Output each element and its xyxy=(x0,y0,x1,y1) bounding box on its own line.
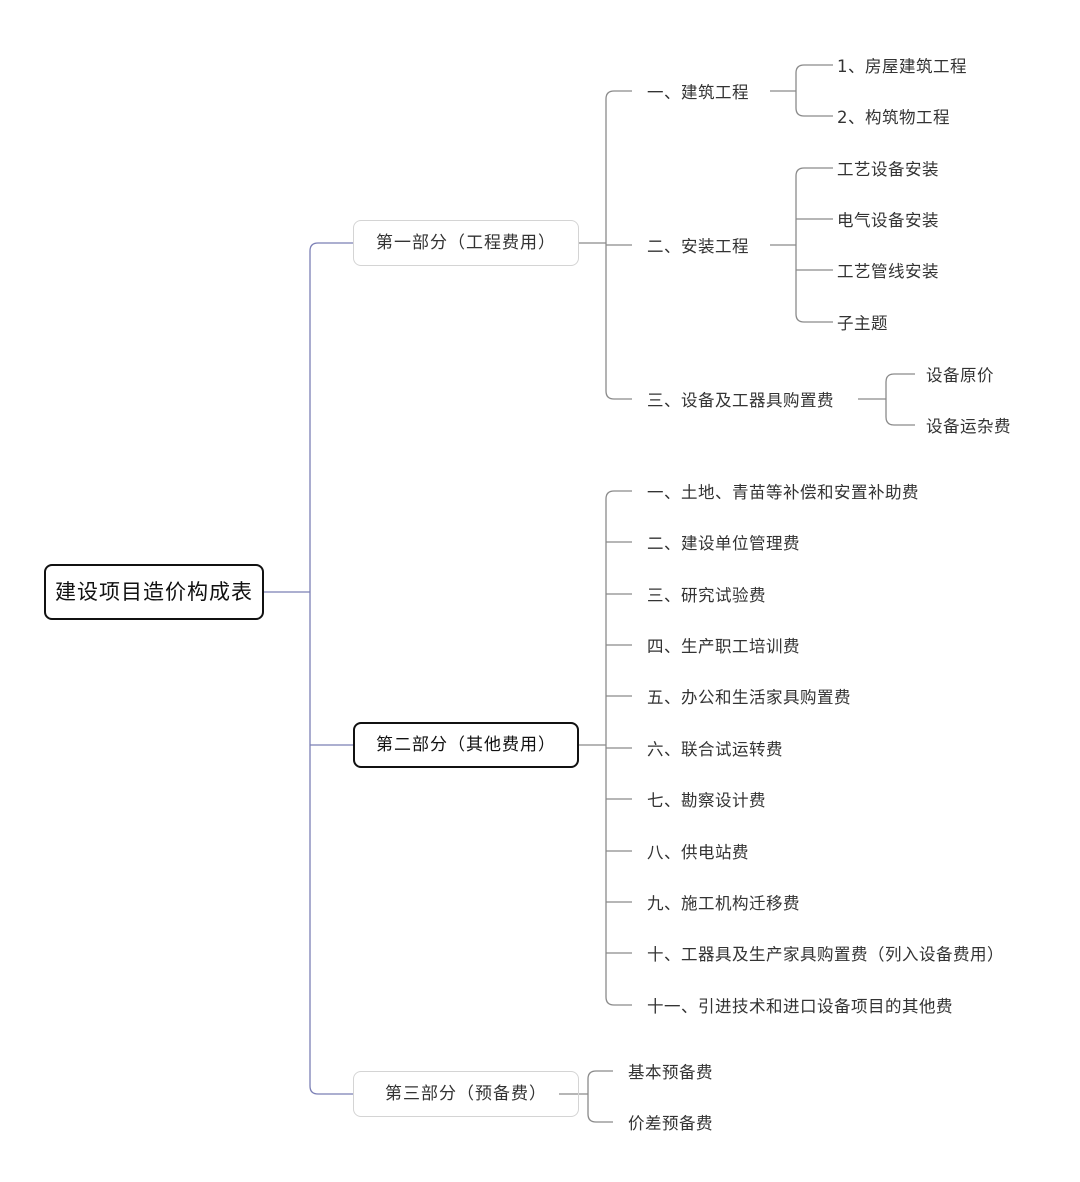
part-2-item-6[interactable]: 六、联合试运转费 xyxy=(647,739,783,759)
root-node[interactable]: 建设项目造价构成表 xyxy=(44,564,264,620)
part-2-item-5[interactable]: 五、办公和生活家具购置费 xyxy=(647,687,851,707)
part-1-item-equipment-connector xyxy=(858,373,915,426)
part-1-connector xyxy=(579,90,632,400)
part-3-node[interactable]: 第三部分（预备费） xyxy=(353,1071,579,1117)
part-2-item-4[interactable]: 四、生产职工培训费 xyxy=(647,636,800,656)
part-3-connector xyxy=(559,1070,613,1123)
part-2-item-10[interactable]: 十、工器具及生产家具购置费（列入设备费用） xyxy=(647,944,1004,964)
part-2-item-3[interactable]: 三、研究试验费 xyxy=(647,585,766,605)
part-1-item-equipment[interactable]: 三、设备及工器具购置费 xyxy=(647,390,834,410)
part-2-item-9[interactable]: 九、施工机构迁移费 xyxy=(647,893,800,913)
part-2-item-1[interactable]: 一、土地、青苗等补偿和安置补助费 xyxy=(647,482,919,502)
part-2-node[interactable]: 第二部分（其他费用） xyxy=(353,722,579,768)
part-1-node[interactable]: 第一部分（工程费用） xyxy=(353,220,579,266)
part-1-item-construction[interactable]: 一、建筑工程 xyxy=(647,82,749,102)
part-1-item-equipment-child-2[interactable]: 设备运杂费 xyxy=(926,416,1011,436)
part-2-item-11[interactable]: 十一、引进技术和进口设备项目的其他费 xyxy=(647,996,953,1016)
part-2-item-2[interactable]: 二、建设单位管理费 xyxy=(647,533,800,553)
part-1-item-construction-connector xyxy=(770,64,833,117)
part-1-item-construction-child-1[interactable]: 1、房屋建筑工程 xyxy=(837,56,967,76)
part-1-item-installation-child-4[interactable]: 子主题 xyxy=(837,313,888,333)
part-1-item-installation-child-2[interactable]: 电气设备安装 xyxy=(837,210,939,230)
part-1-item-construction-child-2[interactable]: 2、构筑物工程 xyxy=(837,107,950,127)
part-1-item-installation-connector xyxy=(770,167,833,323)
part-1-item-equipment-child-1[interactable]: 设备原价 xyxy=(926,365,994,385)
part-3-item-price-reserve[interactable]: 价差预备费 xyxy=(628,1113,713,1133)
part-2-item-8[interactable]: 八、供电站费 xyxy=(647,842,749,862)
part-1-item-installation[interactable]: 二、安装工程 xyxy=(647,236,749,256)
part-1-item-installation-child-3[interactable]: 工艺管线安装 xyxy=(837,261,939,281)
part-1-item-installation-child-1[interactable]: 工艺设备安装 xyxy=(837,159,939,179)
root-connector xyxy=(264,242,353,1095)
part-3-item-basic-reserve[interactable]: 基本预备费 xyxy=(628,1062,713,1082)
part-2-connector xyxy=(579,490,632,1006)
part-2-item-7[interactable]: 七、勘察设计费 xyxy=(647,790,766,810)
